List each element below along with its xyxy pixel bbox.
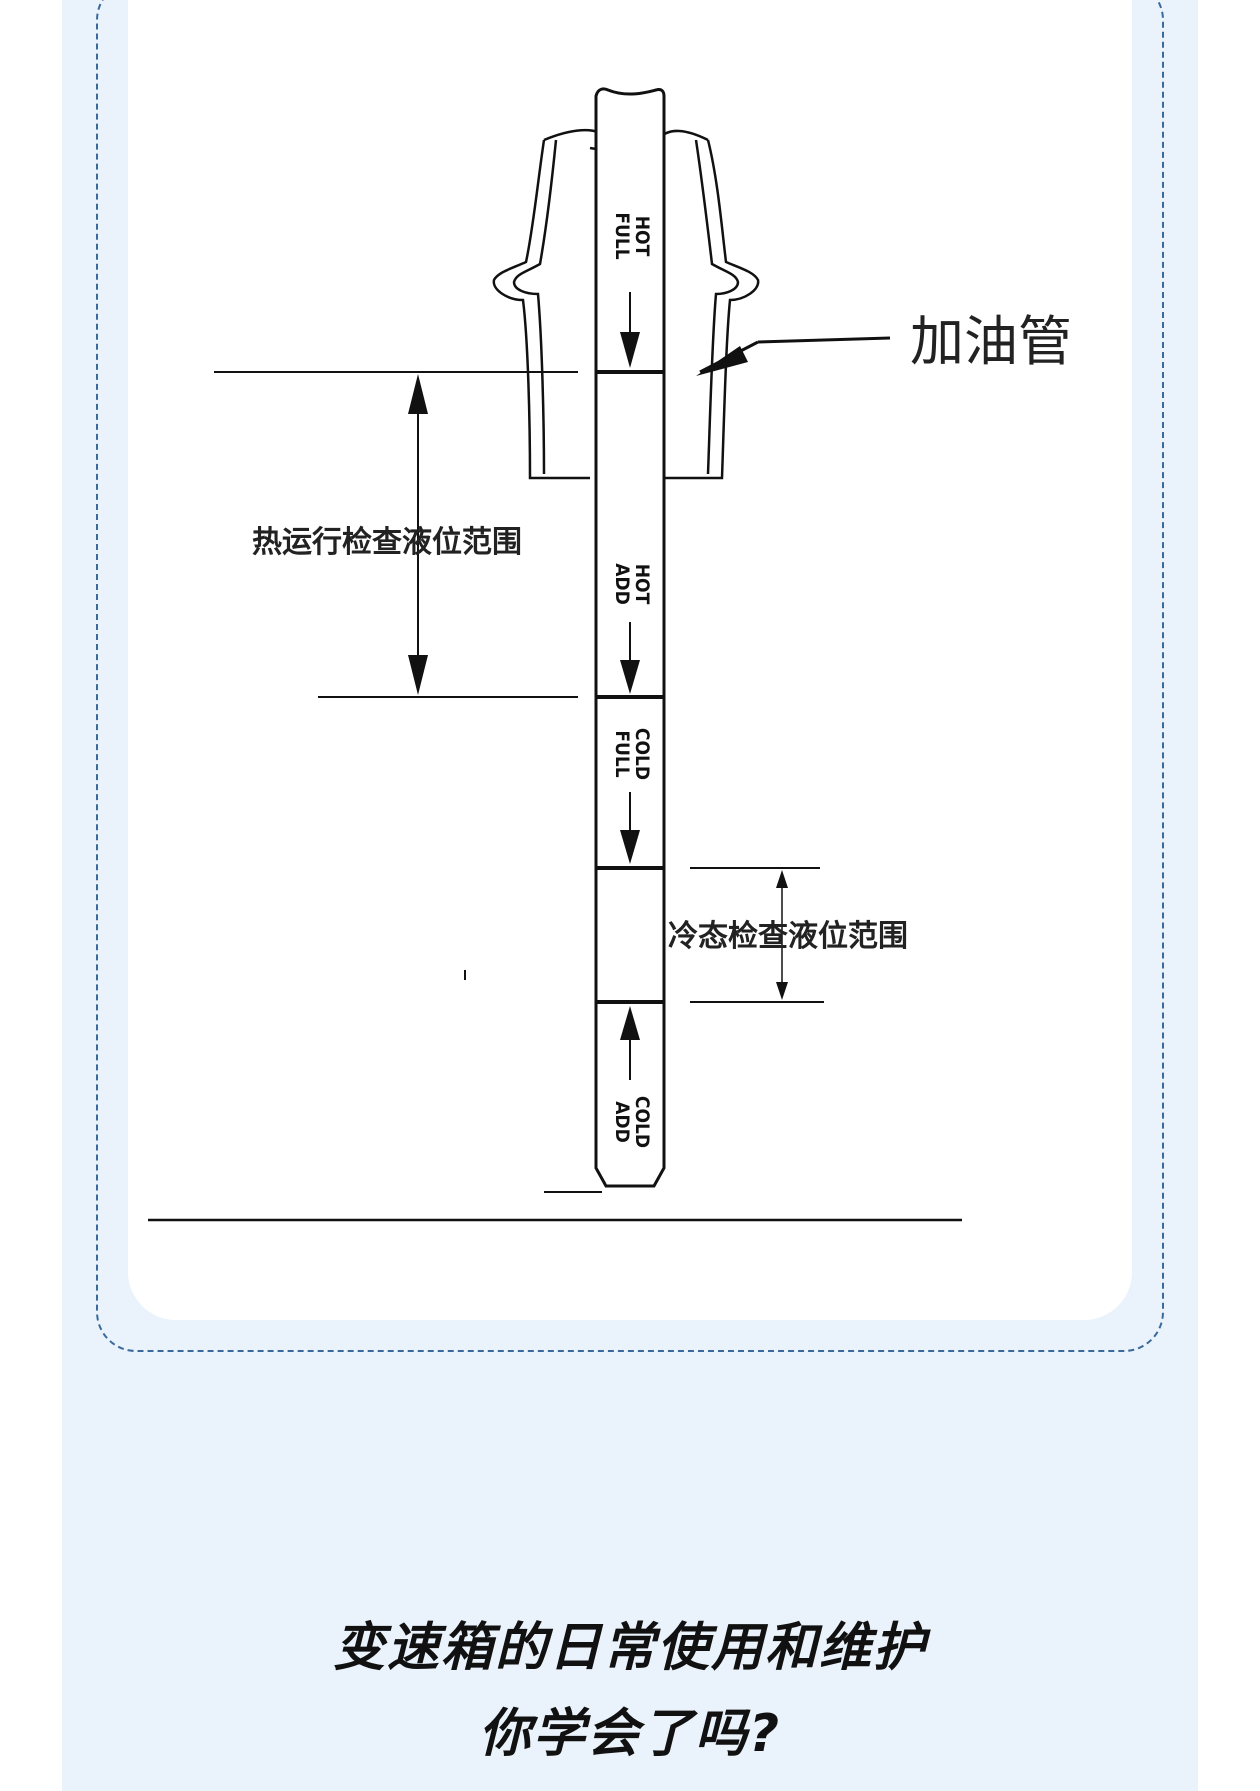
stamp-cold-full-line1: COLD [631, 728, 653, 780]
dipstick-diagram: HOT FULL HOT ADD COLD FULL COLD ADD 加油管 … [148, 87, 1072, 1222]
filler-tube-label: 加油管 [910, 310, 1072, 373]
hot-range-arrow-down [408, 655, 428, 695]
hot-range-label: 热运行检查液位范围 [252, 525, 522, 560]
stamp-cold-add-line2: ADD [611, 1101, 633, 1143]
filler-tube-callout-line [757, 336, 891, 344]
stamp-cold-full-line2: FULL [611, 730, 633, 777]
diagram-card: HOT FULL HOT ADD COLD FULL COLD ADD 加油管 … [128, 0, 1132, 1320]
filler-tube-left-outer [492, 139, 590, 480]
hot-full-arrowhead [620, 332, 640, 368]
stamp-hot-full-line2: FULL [611, 212, 633, 259]
cold-range-arrow-up [776, 870, 788, 888]
stamp-hot-add-line1: HOT [631, 564, 653, 605]
stamp-cold-add-line1: COLD [631, 1096, 653, 1148]
cold-range-arrow-down [776, 982, 788, 1000]
filler-tube-left-inner [512, 139, 558, 475]
filler-tube-callout-arrowhead [696, 346, 748, 376]
hot-range-arrow-up [408, 374, 428, 414]
hot-add-arrowhead [620, 660, 640, 694]
cold-add-arrowhead [620, 1006, 640, 1040]
filler-tube-right-outer [664, 139, 760, 480]
cold-range-label: 冷态检查液位范围 [668, 919, 908, 954]
caption-line-2: 你学会了吗? [478, 1704, 782, 1764]
cold-full-arrowhead [620, 830, 640, 864]
dashed-frame [96, 0, 1164, 1352]
filler-tube-right-inner [694, 139, 740, 475]
caption-line-1: 变速箱的日常使用和维护 [332, 1618, 927, 1678]
stamp-hot-full-line1: HOT [631, 216, 653, 257]
stamp-hot-add-line2: ADD [611, 563, 633, 605]
